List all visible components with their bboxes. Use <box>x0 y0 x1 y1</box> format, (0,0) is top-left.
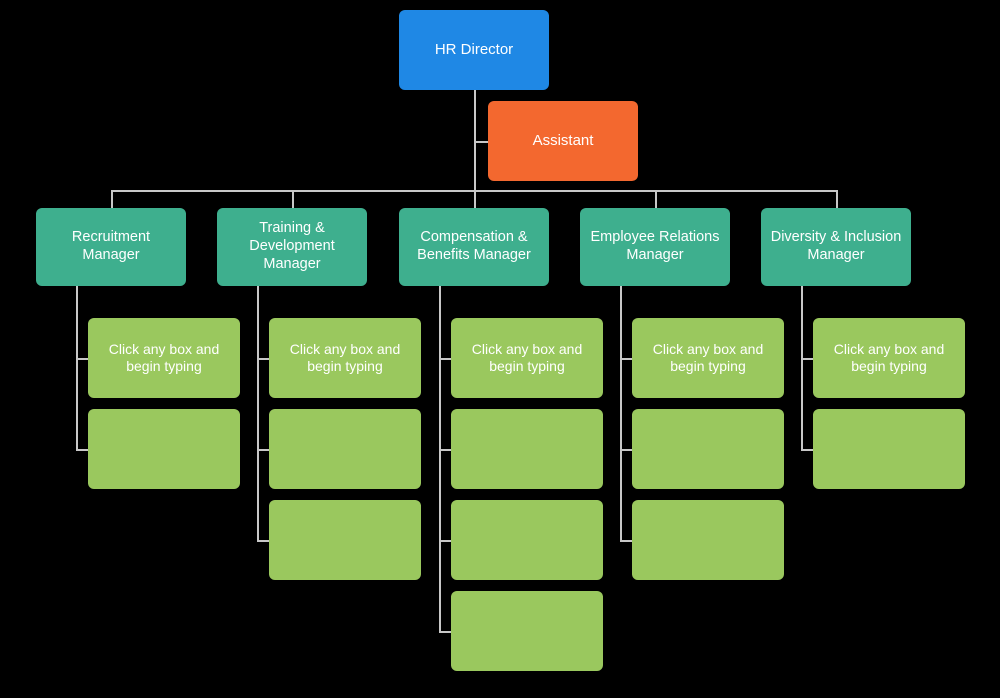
node-manager-employee-relations-manager-label: Employee Relations Manager <box>590 229 720 263</box>
node-report-1-1-label: Click any box and begin typing <box>108 340 220 374</box>
connector-report-stub-4-1 <box>620 358 632 360</box>
node-assistant-label: Assistant <box>532 131 594 149</box>
node-report-3-1[interactable]: Click any box and begin typing <box>451 318 603 398</box>
node-report-4-1[interactable]: Click any box and begin typing <box>632 318 784 398</box>
node-assistant[interactable]: Assistant <box>488 101 638 181</box>
node-report-3-2[interactable] <box>451 409 603 489</box>
connector-manager-spine-5 <box>801 286 803 449</box>
node-report-3-1-label: Click any box and begin typing <box>471 340 583 374</box>
connector-report-stub-5-1 <box>801 358 813 360</box>
connector-root-trunk <box>474 90 476 190</box>
node-report-3-3[interactable] <box>451 500 603 580</box>
node-report-5-2[interactable] <box>813 409 965 489</box>
connector-report-stub-3-2 <box>439 449 451 451</box>
connector-manager-spine-3 <box>439 286 441 631</box>
node-manager-diversity-inclusion-manager[interactable]: Diversity & Inclusion Manager <box>761 208 911 286</box>
connector-report-stub-1-1 <box>76 358 88 360</box>
node-manager-recruitment-manager[interactable]: Recruitment Manager <box>36 208 186 286</box>
node-manager-recruitment-manager-label: Recruitment Manager <box>71 229 151 263</box>
node-manager-training-development-manager[interactable]: Training & Development Manager <box>217 208 367 286</box>
node-report-1-2[interactable] <box>88 409 240 489</box>
connector-report-stub-2-1 <box>257 358 269 360</box>
node-hr-director-label: HR Director <box>434 40 514 58</box>
node-hr-director[interactable]: HR Director <box>399 10 549 90</box>
node-report-5-1[interactable]: Click any box and begin typing <box>813 318 965 398</box>
node-manager-diversity-inclusion-manager-label: Diversity & Inclusion Manager <box>770 229 902 263</box>
connector-manager-spine-2 <box>257 286 259 540</box>
node-report-4-2[interactable] <box>632 409 784 489</box>
connector-manager-bus <box>111 190 836 192</box>
connector-report-stub-3-3 <box>439 540 451 542</box>
connector-report-stub-5-2 <box>801 449 813 451</box>
connector-report-stub-2-2 <box>257 449 269 451</box>
connector-report-stub-4-3 <box>620 540 632 542</box>
node-report-2-2[interactable] <box>269 409 421 489</box>
node-report-2-1-label: Click any box and begin typing <box>289 340 401 374</box>
node-report-1-1[interactable]: Click any box and begin typing <box>88 318 240 398</box>
connector-bus-to-manager-5 <box>836 190 838 208</box>
node-report-3-4[interactable] <box>451 591 603 671</box>
node-manager-training-development-manager-label: Training & Development Manager <box>249 220 335 272</box>
connector-bus-to-manager-4 <box>655 190 657 208</box>
connector-report-stub-3-1 <box>439 358 451 360</box>
node-manager-compensation-benefits-manager-label: Compensation & Benefits Manager <box>417 229 531 263</box>
connector-manager-spine-1 <box>76 286 78 449</box>
node-manager-compensation-benefits-manager[interactable]: Compensation & Benefits Manager <box>399 208 549 286</box>
node-report-4-1-label: Click any box and begin typing <box>652 340 764 374</box>
node-report-2-3[interactable] <box>269 500 421 580</box>
connector-report-stub-2-3 <box>257 540 269 542</box>
connector-report-stub-3-4 <box>439 631 451 633</box>
connector-bus-to-manager-2 <box>292 190 294 208</box>
connector-manager-spine-4 <box>620 286 622 540</box>
node-report-5-1-label: Click any box and begin typing <box>833 340 945 374</box>
node-manager-employee-relations-manager[interactable]: Employee Relations Manager <box>580 208 730 286</box>
node-report-2-1[interactable]: Click any box and begin typing <box>269 318 421 398</box>
node-report-4-3[interactable] <box>632 500 784 580</box>
connector-assistant-stub <box>474 141 488 143</box>
connector-report-stub-1-2 <box>76 449 88 451</box>
connector-bus-to-manager-1 <box>111 190 113 208</box>
connector-report-stub-4-2 <box>620 449 632 451</box>
connector-bus-to-manager-3 <box>474 190 476 208</box>
